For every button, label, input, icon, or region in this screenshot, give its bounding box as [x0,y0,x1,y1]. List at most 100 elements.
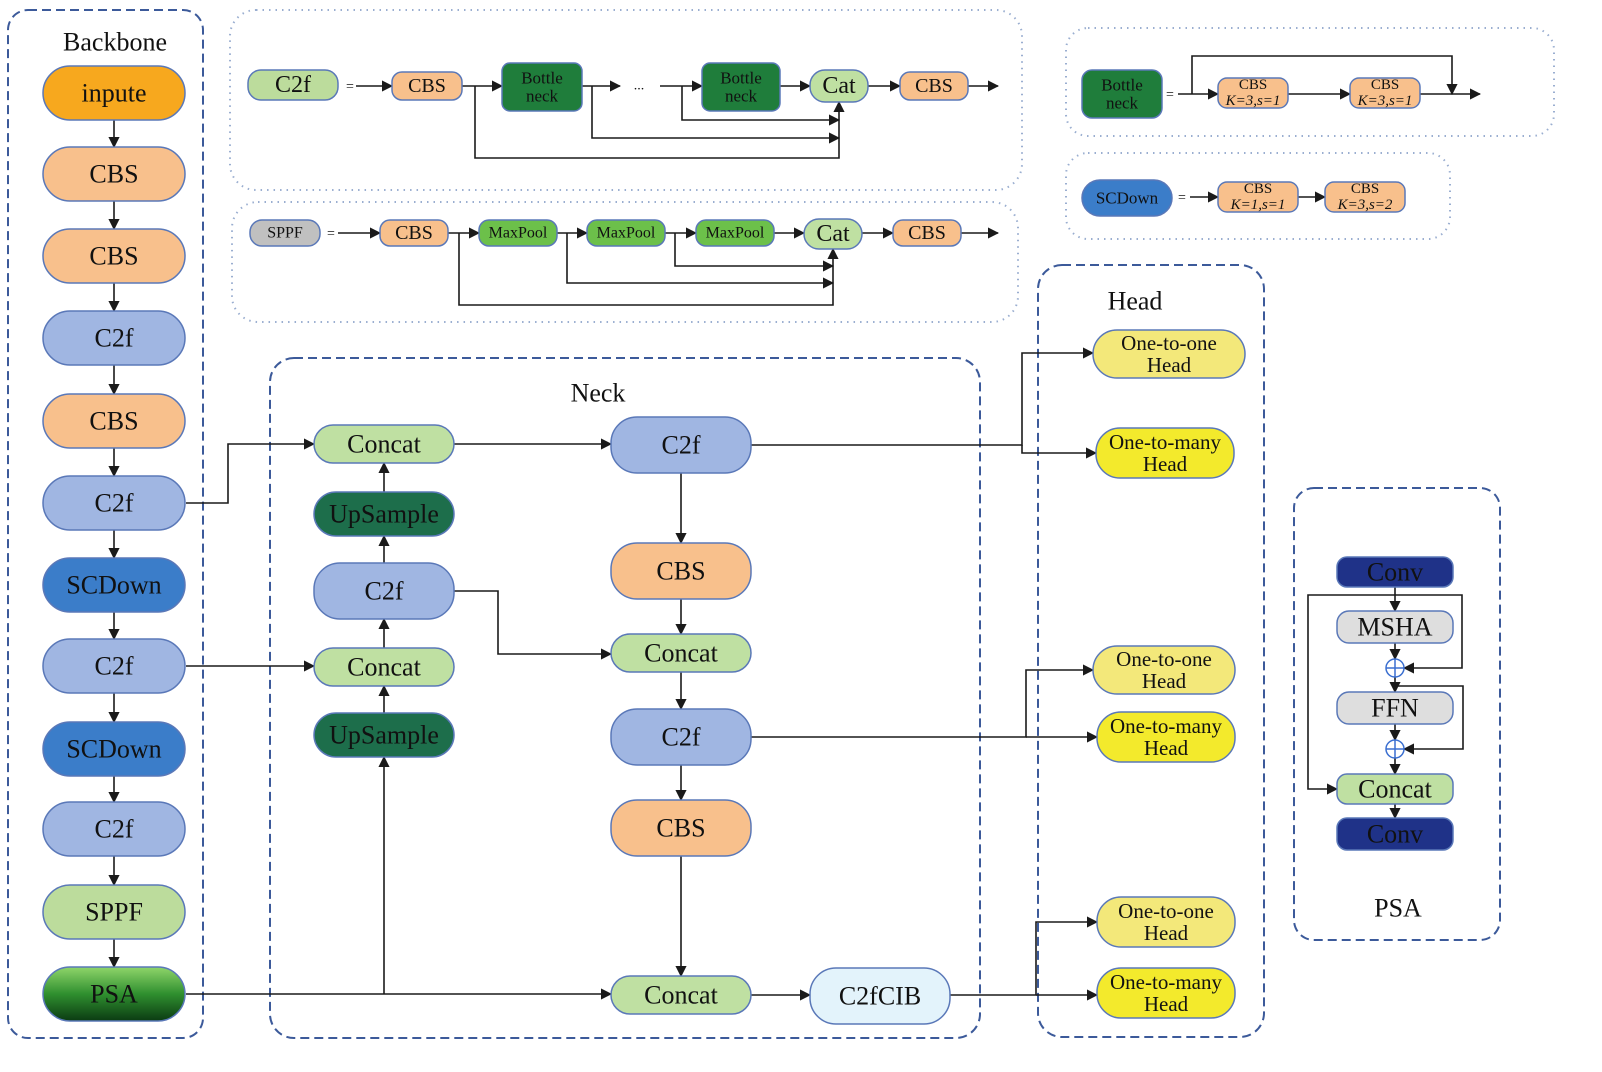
node-label: CBS [395,222,433,244]
node-shape [1336,773,1454,805]
node-shape [1092,645,1236,695]
connector-arrow [751,664,1095,738]
connector-arrow [186,438,316,504]
node-label: Head [1144,921,1189,945]
node-c2fcib: C2fCIB [809,967,951,1025]
connector-arrow [1191,55,1458,96]
node-label: K=1,s=1 [1230,197,1286,213]
node-label: Concat [347,430,421,459]
node-concat: Concat [610,975,752,1015]
connector-arrow [458,233,839,306]
node-concat: Concat [1336,773,1454,805]
node-label: CBS [656,557,705,586]
ellipsis: ... [634,79,645,94]
equals-sign: = [1166,88,1174,103]
node-psa: PSA [42,966,186,1022]
node-label: Conv [1367,558,1423,587]
node-shape [42,801,186,857]
node-label: UpSample [329,721,439,750]
node-shape [42,557,186,613]
node-c2f: C2f [247,69,339,101]
node-label: MaxPool [706,225,765,242]
node-label: Head [1142,669,1187,693]
node-shape [586,219,666,247]
node-shape [313,647,455,687]
scdown-module-group [1065,152,1451,240]
node-label: One-to-many [1110,970,1222,994]
node-label: C2f [365,577,404,606]
neck-title: Neck [571,379,626,408]
node-label: SCDown [66,735,161,764]
node-shape [1092,329,1246,379]
node-label: Head [1144,992,1189,1016]
node-cbs: CBS [42,393,186,449]
node-label: CBS [1371,77,1399,93]
node-c2f: C2f [42,310,186,366]
node-c2f: C2f [610,416,752,474]
node-msha: MSHA [1336,610,1454,644]
node-shape [42,966,186,1022]
node-label: Bottle [521,69,563,88]
node-shape [42,638,186,694]
node-sppf: SPPF [42,884,186,940]
node-cat: Cat [809,69,869,103]
node-label: CBS [656,814,705,843]
node-sppf: SPPF [249,219,321,247]
node-shape [610,416,752,474]
node-label: SCDown [66,571,161,600]
node-label: CBS [1239,77,1267,93]
connector-arrow [751,347,1095,446]
connector-arrow [674,233,835,272]
node-maxpool: MaxPool [695,219,775,247]
connector-arrow [1395,685,1464,755]
node-label: C2fCIB [839,982,921,1011]
node-label: One-to-many [1109,430,1221,454]
node-inpute: inpute [42,65,186,121]
node-label: UpSample [329,500,439,529]
node-shape [379,219,449,247]
node-label: Bottle [1101,76,1143,95]
connector-arrow [474,86,845,159]
node-scdown: SCDown [42,721,186,777]
node-label: One-to-one [1121,331,1217,355]
node-shape [1336,817,1454,851]
node-shape [313,712,455,758]
node-shape [610,975,752,1015]
node-upsample: UpSample [313,491,455,537]
node-label: CBS [89,242,138,271]
node-label: C2f [95,324,134,353]
psa-title: PSA [1374,894,1422,923]
node-cbs: CBS [42,146,186,202]
node-shape [610,633,752,673]
node-shape [899,71,969,101]
node-shape [391,71,463,101]
node-scdown: SCDown [42,557,186,613]
node-shape [478,219,558,247]
node-label: neck [725,86,758,105]
node-label: Bottle [720,69,762,88]
node-label: SPPF [267,225,303,242]
node-shape [42,475,186,531]
node-shape [501,62,583,112]
connector-arrow [681,86,841,126]
backbone-group [7,9,204,1039]
psa-group [1293,487,1501,941]
connector-arrow [950,916,1099,996]
node-c2f: C2f [42,801,186,857]
node-shape [1336,691,1454,725]
node-shape [809,967,951,1025]
node-cbs: CBS [379,219,449,247]
node-label: PSA [90,980,138,1009]
node-c2f: C2f [610,708,752,766]
node-shape [610,542,752,600]
node-cbs: CBS [42,228,186,284]
node-cbs: CBS [892,219,962,247]
node-label: CBS [89,160,138,189]
